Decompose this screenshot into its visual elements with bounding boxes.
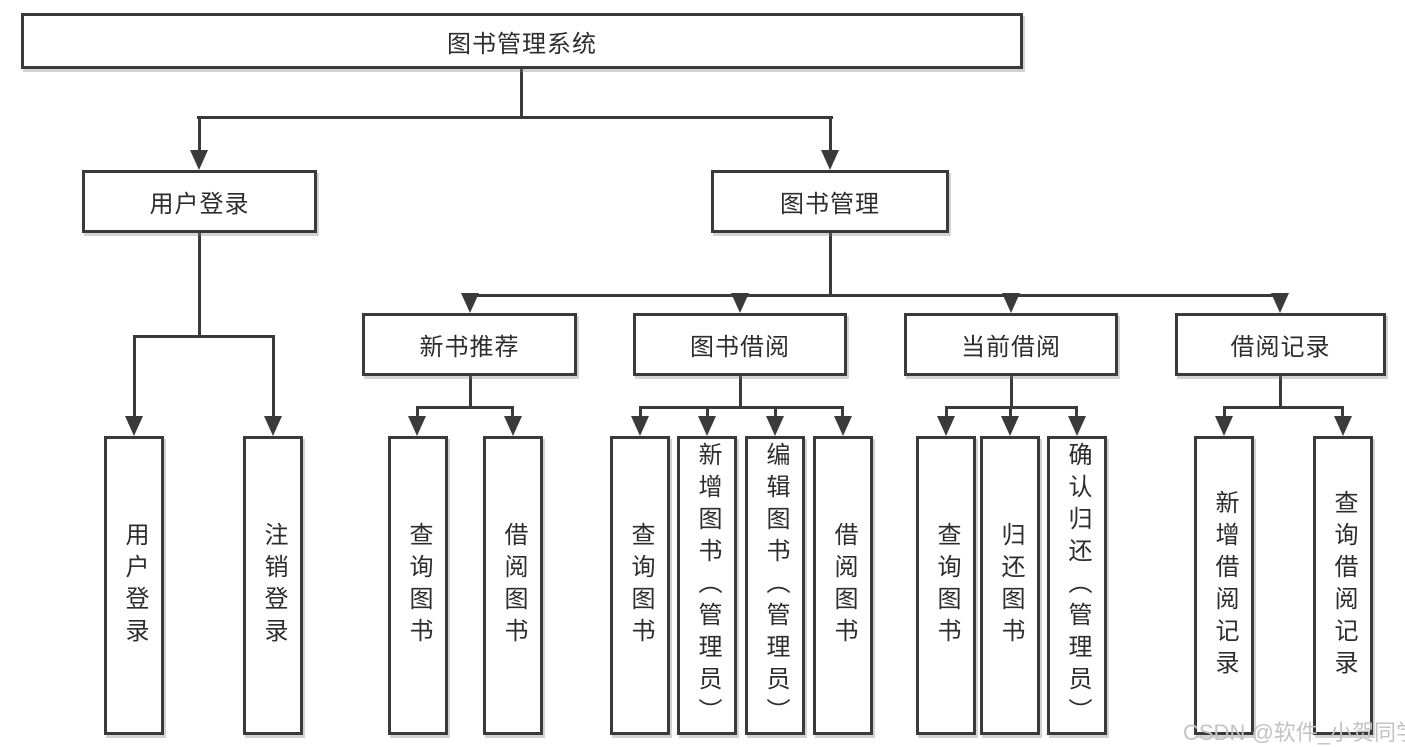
node-current-borrow-label: 当前借阅 — [961, 334, 1061, 361]
arrow-down-icon — [504, 416, 522, 436]
leaf-query-book-borrow: 查询图书 — [610, 436, 670, 735]
arrow-down-icon — [1271, 293, 1289, 313]
arrow-down-icon — [264, 416, 282, 436]
connector-leaf-stem — [1075, 406, 1078, 420]
leaf-add-book-admin: 新增图书（管理员） — [677, 436, 737, 735]
connector-new-book-stem — [469, 376, 472, 409]
leaf-query-book-recommend: 查询图书 — [388, 436, 448, 735]
connector-leaf-stem — [416, 406, 419, 420]
arrow-down-icon — [1002, 293, 1020, 313]
leaf-query-borrow-record-label: 查询借阅记录 — [1330, 489, 1357, 682]
arrow-down-icon — [1068, 416, 1086, 436]
arrow-down-icon — [698, 416, 716, 436]
leaf-edit-book-admin: 编辑图书（管理员） — [745, 436, 805, 735]
node-user-login-label: 用户登录 — [149, 191, 250, 218]
connector-leaf-stem — [272, 335, 275, 421]
node-book-management-label: 图书管理 — [780, 191, 880, 218]
connector-user-login-branch — [133, 335, 275, 338]
node-user-login: 用户登录 — [82, 170, 317, 233]
leaf-add-borrow-record-label: 新增借阅记录 — [1211, 489, 1238, 682]
connector-leaf-stem — [706, 406, 709, 420]
connector-book-borrow-stem — [739, 376, 742, 409]
leaf-query-current-borrow-label: 查询图书 — [933, 521, 960, 650]
connector-leaf-stem — [133, 335, 136, 421]
arrow-down-icon — [125, 416, 143, 436]
arrow-down-icon — [1001, 416, 1019, 436]
connector-root-stem — [520, 69, 523, 119]
leaf-logout-label: 注销登录 — [260, 521, 287, 650]
arrow-down-icon — [461, 293, 479, 313]
leaf-query-book-borrow-label: 查询图书 — [627, 521, 654, 650]
arrow-down-icon — [408, 416, 426, 436]
connector-to-book-mgmt-stem — [829, 116, 832, 154]
connector-leaf-stem — [945, 406, 948, 420]
node-current-borrow: 当前借阅 — [904, 313, 1118, 376]
csdn-watermark: CSDN @软件_小贺同学 — [1183, 720, 1405, 745]
leaf-borrow-book-recommend: 借阅图书 — [483, 436, 543, 735]
connector-leaf-stem — [1341, 406, 1344, 420]
connector-borrow-record-branch — [1223, 406, 1344, 409]
node-new-book-recommend: 新书推荐 — [362, 313, 577, 376]
arrow-down-icon — [766, 416, 784, 436]
connector-leaf-stem — [774, 406, 777, 420]
connector-book-mgmt-stem — [829, 233, 832, 297]
leaf-return-book: 归还图书 — [980, 436, 1040, 735]
leaf-logout: 注销登录 — [243, 436, 303, 735]
connector-current-borrow-stem — [1010, 376, 1013, 409]
arrow-down-icon — [834, 416, 852, 436]
connector-user-login-stem — [198, 233, 201, 338]
connector-leaf-stem — [1223, 406, 1226, 420]
node-book-management: 图书管理 — [711, 170, 949, 233]
leaf-edit-book-admin-label: 编辑图书（管理员） — [762, 441, 789, 730]
leaf-borrow-book: 借阅图书 — [813, 436, 873, 735]
connector-leaf-stem — [639, 406, 642, 420]
node-new-book-recommend-label: 新书推荐 — [419, 334, 520, 361]
arrow-down-icon — [631, 416, 649, 436]
connector-borrow-record-stem — [1279, 376, 1282, 409]
connector-to-user-login-stem — [198, 116, 201, 154]
connector-book-mgmt-branch — [469, 294, 1282, 297]
node-root-label: 图书管理系统 — [447, 30, 597, 58]
node-borrow-records: 借阅记录 — [1175, 313, 1386, 376]
node-borrow-records-label: 借阅记录 — [1230, 334, 1331, 361]
leaf-add-borrow-record: 新增借阅记录 — [1194, 436, 1254, 735]
node-root: 图书管理系统 — [21, 13, 1023, 69]
leaf-user-login: 用户登录 — [104, 436, 164, 735]
node-book-borrow-label: 图书借阅 — [690, 334, 790, 361]
arrow-down-icon — [821, 150, 839, 170]
connector-book-borrow-branch — [639, 406, 844, 409]
arrow-down-icon — [1334, 416, 1352, 436]
arrow-down-icon — [731, 293, 749, 313]
node-book-borrow: 图书借阅 — [633, 313, 847, 376]
arrow-down-icon — [1215, 416, 1233, 436]
leaf-borrow-book-label: 借阅图书 — [830, 521, 857, 650]
leaf-return-book-label: 归还图书 — [997, 521, 1024, 650]
connector-new-book-branch — [416, 406, 514, 409]
leaf-add-book-admin-label: 新增图书（管理员） — [694, 441, 721, 730]
leaf-confirm-return-admin-label: 确认归还（管理员） — [1064, 441, 1091, 730]
connector-leaf-stem — [511, 406, 514, 420]
leaf-query-book-recommend-label: 查询图书 — [405, 521, 432, 650]
leaf-confirm-return-admin: 确认归还（管理员） — [1047, 436, 1107, 735]
connector-leaf-stem — [841, 406, 844, 420]
connector-root-branch — [197, 116, 833, 119]
leaf-borrow-book-recommend-label: 借阅图书 — [500, 521, 527, 650]
arrow-down-icon — [190, 150, 208, 170]
leaf-query-borrow-record: 查询借阅记录 — [1313, 436, 1373, 735]
leaf-query-current-borrow: 查询图书 — [916, 436, 976, 735]
connector-leaf-stem — [1009, 406, 1012, 420]
leaf-user-login-label: 用户登录 — [121, 521, 148, 650]
arrow-down-icon — [937, 416, 955, 436]
